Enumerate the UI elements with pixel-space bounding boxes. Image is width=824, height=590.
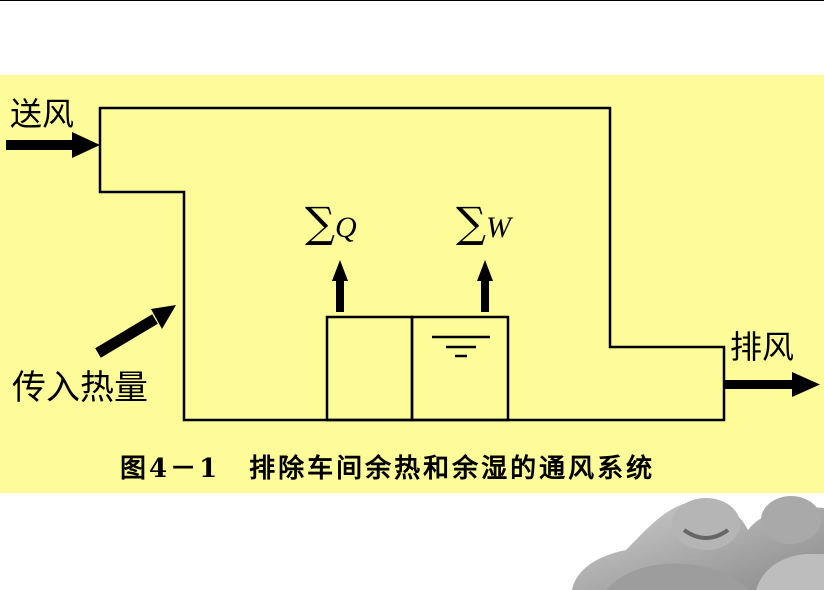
- sum-sign: ∑: [456, 198, 486, 247]
- supply-air-label: 送风: [10, 95, 75, 133]
- heat-input-label: 传入热量: [12, 368, 148, 408]
- heat-up-arrow: [332, 260, 348, 312]
- moisture-source-box: [410, 315, 510, 422]
- moisture-up-arrow: [477, 260, 493, 312]
- heat-input-arrow: [95, 305, 176, 358]
- ventilation-diagram: [6, 106, 820, 422]
- sum-moisture-symbol: ∑W: [456, 198, 511, 247]
- exhaust-air-arrow: [724, 372, 820, 397]
- heat-variable: Q: [334, 211, 357, 244]
- top-divider: [0, 0, 824, 1]
- supply-air-arrow: [6, 132, 100, 158]
- sum-heat-symbol: ∑Q: [305, 198, 357, 247]
- figure-caption: 图4－1 排除车间余热和余湿的通风系统: [120, 454, 656, 484]
- smiling-people-photo: [572, 496, 824, 590]
- heat-source-box: [325, 315, 414, 422]
- moisture-variable: W: [485, 211, 511, 244]
- exhaust-air-label: 排风: [730, 328, 795, 366]
- sum-sign: ∑: [305, 198, 335, 247]
- water-surface-icon: [432, 335, 490, 358]
- diagram-panel: [0, 75, 824, 493]
